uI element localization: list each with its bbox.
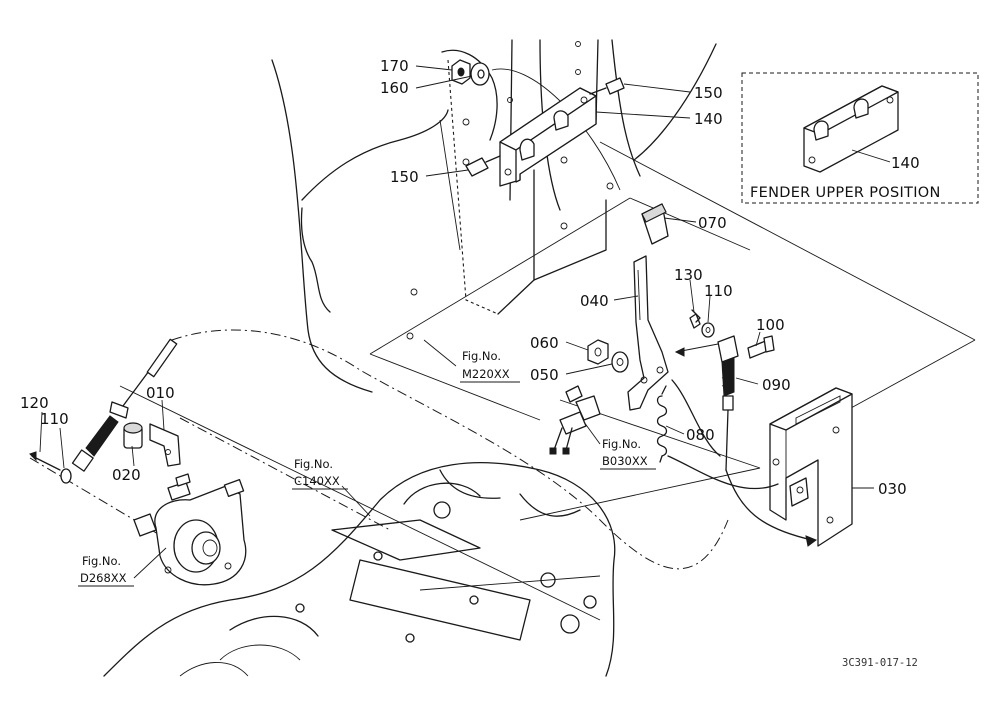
callout-060: 060 xyxy=(530,334,559,352)
inset-callout-140: 140 xyxy=(891,154,920,172)
callout-040: 040 xyxy=(580,292,609,310)
callout-140: 140 xyxy=(694,110,723,128)
callout-080: 080 xyxy=(686,426,715,444)
callout-010: 010 xyxy=(146,384,175,402)
callout-labels: 170 160 150 140 150 070 130 110 100 040 … xyxy=(20,57,907,498)
figref-c140-code: C140XX xyxy=(294,474,340,488)
cable-090 xyxy=(671,335,739,471)
figref-b030-prefix: Fig.No. xyxy=(602,437,641,451)
switch-b030 xyxy=(549,385,601,455)
callout-150-lower: 150 xyxy=(390,168,419,186)
pin-130 xyxy=(689,309,701,329)
washer-160 xyxy=(470,62,490,86)
spring-080 xyxy=(656,385,668,463)
nut-170 xyxy=(451,59,471,85)
washer-110-upper xyxy=(701,322,715,338)
callout-030: 030 xyxy=(878,480,907,498)
callout-170: 170 xyxy=(380,57,409,75)
callout-130: 130 xyxy=(674,266,703,284)
washer-050 xyxy=(611,351,629,373)
callout-110-upper: 110 xyxy=(704,282,733,300)
inset-caption: FENDER UPPER POSITION xyxy=(750,185,941,201)
drawing-number: 3C391-017-12 xyxy=(842,657,918,669)
figref-m220-code: M220XX xyxy=(462,367,510,381)
figure-references: Fig.No. M220XX Fig.No. B030XX Fig.No. C1… xyxy=(78,349,656,587)
callout-120: 120 xyxy=(20,394,49,412)
figref-b030-code: B030XX xyxy=(602,454,648,468)
bolt-150-upper xyxy=(589,77,625,95)
callout-150-upper: 150 xyxy=(694,84,723,102)
nut-060 xyxy=(587,339,609,365)
callout-050: 050 xyxy=(530,366,559,384)
callout-070: 070 xyxy=(698,214,727,232)
transmission-housing xyxy=(103,462,616,677)
callout-100: 100 xyxy=(756,316,785,334)
bracket-140 xyxy=(499,87,597,187)
callout-160: 160 xyxy=(380,79,409,97)
callout-090: 090 xyxy=(762,376,791,394)
knob-070 xyxy=(641,203,669,245)
bolt-150-lower xyxy=(465,155,501,177)
bolt-100 xyxy=(747,335,775,359)
figref-m220-prefix: Fig.No. xyxy=(462,349,501,363)
fender-outline xyxy=(271,39,751,421)
hydraulic-pump-assembly xyxy=(133,473,247,586)
callout-110-lower: 110 xyxy=(40,410,69,428)
figref-d268-code: D268XX xyxy=(80,571,127,585)
figref-d268-prefix: Fig.No. xyxy=(82,554,121,568)
cable-end-assembly xyxy=(29,338,181,484)
bracket-030 xyxy=(667,387,853,547)
callout-020: 020 xyxy=(112,466,141,484)
lever-040 xyxy=(627,255,669,411)
figref-c140-prefix: Fig.No. xyxy=(294,457,333,471)
inset-fender-upper-position: 140 FENDER UPPER POSITION xyxy=(741,72,979,204)
leader-lines xyxy=(39,65,874,579)
